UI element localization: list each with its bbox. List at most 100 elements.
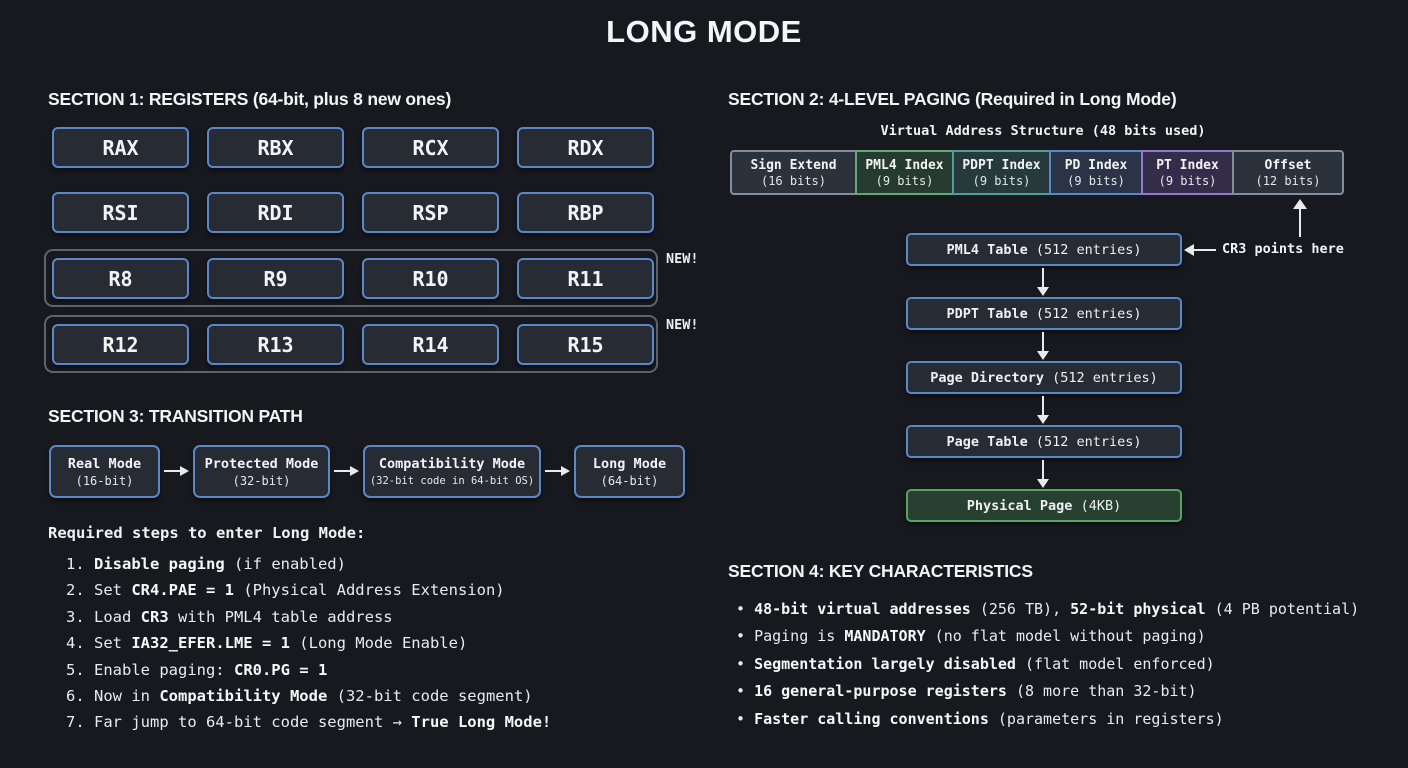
bullet-line: • 48-bit virtual addresses (256 TB), 52-… <box>736 596 1359 623</box>
down-arrow-icon <box>1042 460 1044 479</box>
register-r13: R13 <box>207 324 344 365</box>
bold-text: CR4.PAE = 1 <box>131 581 234 600</box>
text: with PML4 table address <box>168 607 393 626</box>
va-cell-bits: (9 bits) <box>972 173 1031 188</box>
chain-box-pml4-table: PML4 Table (512 entries) <box>906 233 1182 266</box>
chain-box-name: PDPT Table <box>946 305 1028 322</box>
register-rdx: RDX <box>517 127 654 168</box>
va-cell-bits: (9 bits) <box>1067 173 1125 188</box>
chain-box-name: Page Directory <box>930 369 1044 386</box>
chain-box-page-table: Page Table (512 entries) <box>906 425 1182 458</box>
bullet-marker: • <box>736 600 755 618</box>
va-cell-pml4-index: PML4 Index(9 bits) <box>855 150 954 195</box>
new-badge-2: NEW! <box>666 317 699 333</box>
va-cell-pdpt-index: PDPT Index(9 bits) <box>952 150 1051 195</box>
va-cell-label: PD Index <box>1064 157 1128 173</box>
page-title: LONG MODE <box>606 14 802 49</box>
va-cell-label: Offset <box>1264 157 1312 173</box>
right-arrow-icon <box>164 470 180 472</box>
mode-name: Long Mode <box>592 455 667 472</box>
register-r12: R12 <box>52 324 189 365</box>
mode-detail: (32-bit code in 64-bit OS) <box>369 474 535 487</box>
right-arrow-icon <box>545 470 561 472</box>
chain-box-name: Page Table <box>946 433 1028 450</box>
right-arrow-icon <box>334 470 350 472</box>
bullet-marker: • <box>736 654 755 673</box>
text: (Physical Address Extension) <box>233 581 505 600</box>
bold-text: CR0.PG = 1 <box>233 660 328 679</box>
step-line: 1. Disable paging (if enabled) <box>66 551 551 577</box>
mode-name: Real Mode <box>67 455 142 472</box>
va-cell-label: PDPT Index <box>962 157 1041 173</box>
register-rbp: RBP <box>517 192 654 233</box>
down-arrow-head <box>1037 415 1049 424</box>
va-cell-label: Sign Extend <box>750 157 837 173</box>
bullet-marker: • <box>736 627 755 646</box>
register-rdi: RDI <box>207 192 344 233</box>
right-arrow-head <box>350 466 359 476</box>
register-r11: R11 <box>517 258 654 299</box>
down-arrow-head <box>1037 351 1049 360</box>
text: 7. Far jump to 64-bit code segment → <box>66 713 412 732</box>
down-arrow-icon <box>1042 396 1044 415</box>
text: 1. <box>66 555 94 573</box>
bold-text: 48-bit virtual addresses <box>754 600 971 618</box>
section1-header: SECTION 1: REGISTERS (64-bit, plus 8 new… <box>48 89 452 109</box>
mode-box-compatibility-mode: Compatibility Mode(32-bit code in 64-bit… <box>363 445 541 498</box>
down-arrow-head <box>1037 287 1049 296</box>
mode-box-real-mode: Real Mode(16-bit) <box>49 445 160 498</box>
bullet-line: • Faster calling conventions (parameters… <box>736 706 1359 733</box>
section4-header: SECTION 4: KEY CHARACTERISTICS <box>728 561 1033 581</box>
mode-box-long-mode: Long Mode(64-bit) <box>574 445 685 498</box>
text: (8 more than 32-bit) <box>1006 682 1197 701</box>
chain-box-detail: (512 entries) <box>1027 241 1142 258</box>
bullet-line: • 16 general-purpose registers (8 more t… <box>736 678 1359 705</box>
chain-box-pdpt-table: PDPT Table (512 entries) <box>906 297 1182 330</box>
mode-name: Protected Mode <box>204 455 319 472</box>
new-registers-group-2 <box>44 315 658 373</box>
step-line: 7. Far jump to 64-bit code segment → Tru… <box>66 709 551 735</box>
va-cell-bits: (9 bits) <box>875 173 934 188</box>
mode-detail: (32-bit) <box>232 473 291 488</box>
right-arrow-head <box>180 466 189 476</box>
mode-box-protected-mode: Protected Mode(32-bit) <box>193 445 330 498</box>
chain-box-physical-page: Physical Page (4KB) <box>906 489 1182 522</box>
register-r9: R9 <box>207 258 344 299</box>
text: (4 PB potential) <box>1205 600 1360 618</box>
register-rbx: RBX <box>207 127 344 168</box>
bold-text: Segmentation largely disabled <box>754 654 1016 673</box>
new-registers-group-1 <box>44 249 658 307</box>
bold-text: Disable paging <box>94 555 225 573</box>
register-r15: R15 <box>517 324 654 365</box>
step-line: 2. Set CR4.PAE = 1 (Physical Address Ext… <box>66 577 551 603</box>
step-line: 5. Enable paging: CR0.PG = 1 <box>66 657 551 683</box>
chain-box-name: PML4 Table <box>946 241 1028 258</box>
bold-text: IA32_EFER.LME = 1 <box>131 634 290 653</box>
text: (Long Mode Enable) <box>289 634 468 653</box>
register-rax: RAX <box>52 127 189 168</box>
va-cell-pd-index: PD Index(9 bits) <box>1049 150 1143 195</box>
va-cell-label: PT Index <box>1156 157 1219 173</box>
register-rsp: RSP <box>362 192 499 233</box>
chain-box-page-directory: Page Directory (512 entries) <box>906 361 1182 394</box>
down-arrow-icon <box>1042 268 1044 287</box>
section3-header: SECTION 3: TRANSITION PATH <box>48 406 303 426</box>
va-cell-offset: Offset(12 bits) <box>1232 150 1344 195</box>
text: (no flat model without paging) <box>925 627 1206 646</box>
register-r10: R10 <box>362 258 499 299</box>
chain-box-detail: (512 entries) <box>1044 369 1158 386</box>
step-line: 6. Now in Compatibility Mode (32-bit cod… <box>66 683 551 709</box>
bold-text: 16 general-purpose registers <box>754 682 1007 701</box>
va-cell-label: PML4 Index <box>865 157 944 173</box>
bold-text: Compatibility Mode <box>159 686 328 705</box>
section2-header: SECTION 2: 4-LEVEL PAGING (Required in L… <box>728 89 1177 109</box>
bold-text: 52-bit physical <box>1070 600 1206 618</box>
chain-box-detail: (512 entries) <box>1027 433 1142 450</box>
step-line: 3. Load CR3 with PML4 table address <box>66 604 551 630</box>
mode-detail: (64-bit) <box>600 473 659 488</box>
va-cell-bits: (12 bits) <box>1255 173 1321 188</box>
va-cell-sign-extend: Sign Extend(16 bits) <box>730 150 857 195</box>
bullet-line: • Paging is MANDATORY (no flat model wit… <box>736 623 1359 650</box>
left-arrow-icon <box>1184 244 1194 256</box>
chain-box-detail: (4KB) <box>1072 497 1122 514</box>
